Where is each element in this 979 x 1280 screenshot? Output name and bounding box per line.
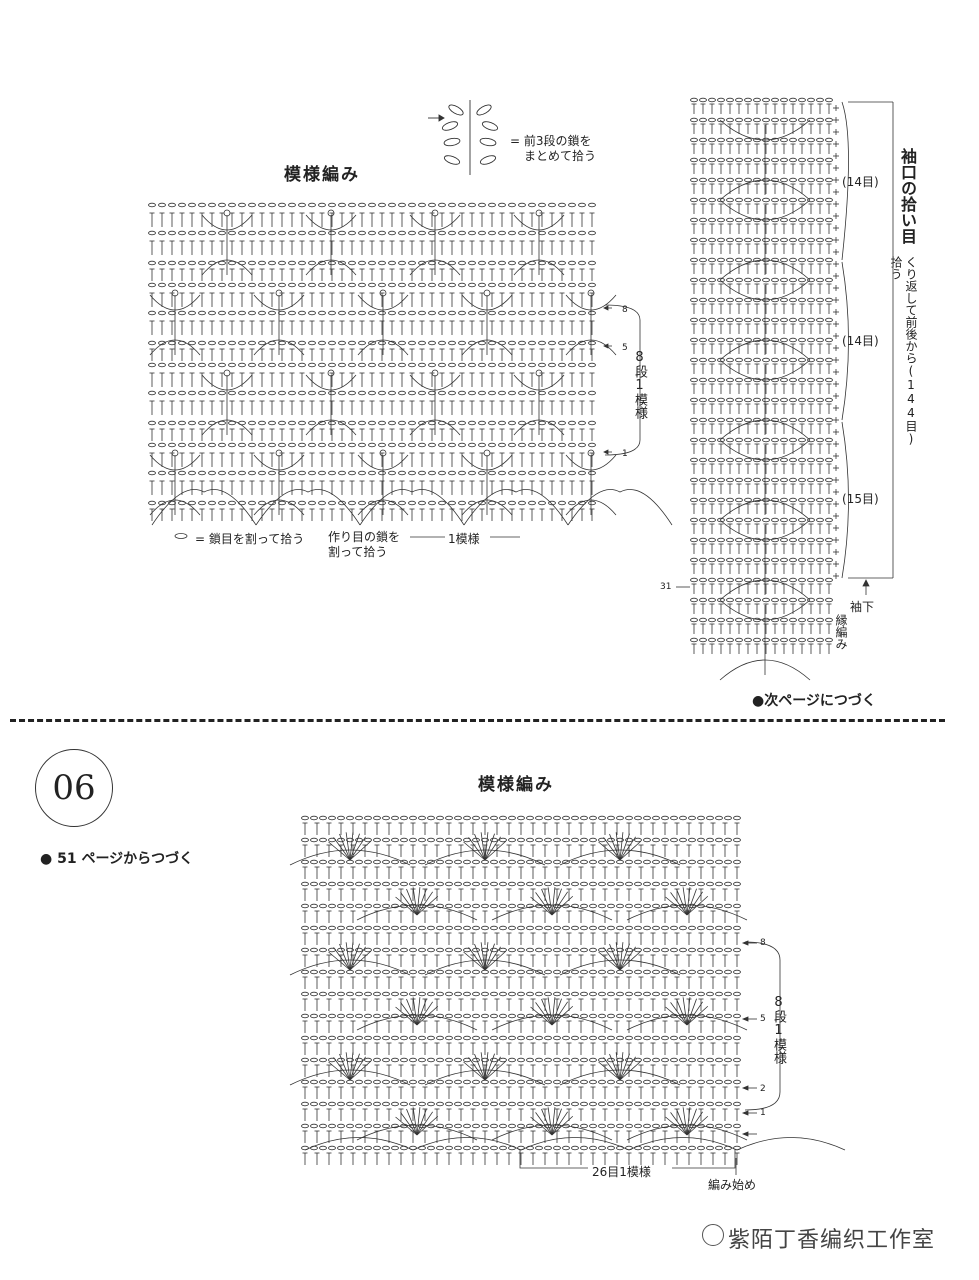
bottom-chart-title: 模様編み [478,775,554,795]
pattern-number: 06 [52,768,96,808]
repeat-width-label: 1模様 [448,532,480,546]
count-label-2: (14目) [842,334,879,348]
row-label-1: 1 [622,449,628,459]
sleeve-pickup-subtitle: くり返して前後から(144目)拾う [889,256,918,446]
continue-note: ●次ページにつづく [752,693,876,709]
bottom-row-label-2: 2 [760,1084,766,1094]
bottom-row-label-5: 5 [760,1014,766,1024]
row-label-8: 8 [622,305,628,315]
repeat-height-label: 8段1模様 [632,350,647,419]
top-left-chart-title: 模様編み [284,165,360,185]
bottom-repeat-height: 8段1模様 [771,995,786,1064]
foundation-note: 作り目の鎖を 割って拾う [328,530,400,560]
watermark-text: 紫陌丁香编织工作室 [728,1228,936,1253]
edging-label: 縁編み [834,614,848,650]
row-label-31: 31 [660,582,672,592]
bottom-row-label-8: 8 [760,938,766,948]
foundation-note-line1: 作り目の鎖を [328,530,401,544]
from-page-note: ● 51 ページからつづく [40,851,194,867]
pattern-number-badge: 06 [35,749,113,827]
bottom-row-label-1: 1 [760,1108,766,1118]
row-label-5: 5 [622,343,628,353]
section-divider [10,719,945,722]
watermark-logo-icon [702,1224,724,1246]
underarm-label: 袖下 [850,600,875,614]
sleeve-pickup-title: 袖口の拾い目 [898,148,917,244]
count-label-1: (14目) [842,175,879,189]
foundation-note-line2: 割って拾う [328,545,388,559]
cluster-note-line2: まとめて拾う [524,149,597,163]
start-label: 編み始め [708,1178,757,1192]
bottom-repeat-width: 26目1模様 [592,1165,651,1179]
count-label-3: (15目) [842,492,879,506]
cluster-note-line1: = 前3段の鎖を [510,134,592,148]
cluster-note: = 前3段の鎖を まとめて拾う [510,134,596,164]
chain-note: = 鎖目を割って拾う [195,532,305,546]
